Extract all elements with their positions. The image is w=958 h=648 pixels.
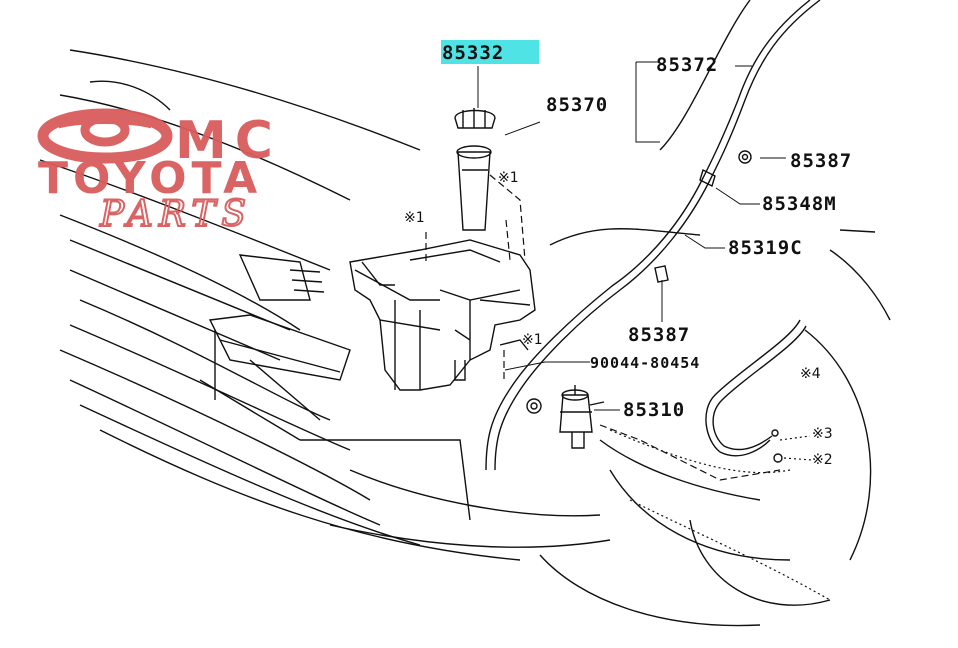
note-1-c: ※1 [522, 332, 543, 348]
washer-hoses [485, 0, 821, 471]
note-1-b: ※1 [404, 210, 425, 226]
callout-hose[interactable]: 85319C [728, 237, 803, 259]
note-2: ※2 [812, 452, 833, 468]
leader-lines [425, 61, 813, 481]
callout-clamp-lower[interactable]: 85387 [628, 324, 690, 346]
washer-pump [559, 385, 605, 449]
callout-bolt[interactable]: 90044-80454 [590, 354, 700, 372]
note-4: ※4 [800, 366, 821, 382]
watermark-mc: MC [175, 111, 281, 171]
callout-inlet[interactable]: 85370 [546, 94, 608, 116]
watermark-logo: MC TOYOTA PARTS [37, 108, 281, 236]
body-line-art [39, 0, 891, 627]
callout-tank-bracket[interactable]: 85372 [656, 54, 718, 76]
watermark-parts: PARTS [99, 194, 252, 235]
filler-cap [454, 108, 496, 129]
callout-hose-joint[interactable]: 85348M [762, 193, 837, 215]
callout-cap[interactable]: 85332 [442, 42, 504, 64]
washer-tank [349, 145, 536, 391]
callout-pump[interactable]: 85310 [623, 399, 685, 421]
clamps [526, 150, 783, 463]
note-3: ※3 [812, 426, 833, 442]
selected-part-highlight [441, 40, 539, 64]
callout-clamp-upper[interactable]: 85387 [790, 150, 852, 172]
note-1-a: ※1 [498, 170, 519, 186]
watermark-toyota: TOYOTA [38, 153, 262, 204]
